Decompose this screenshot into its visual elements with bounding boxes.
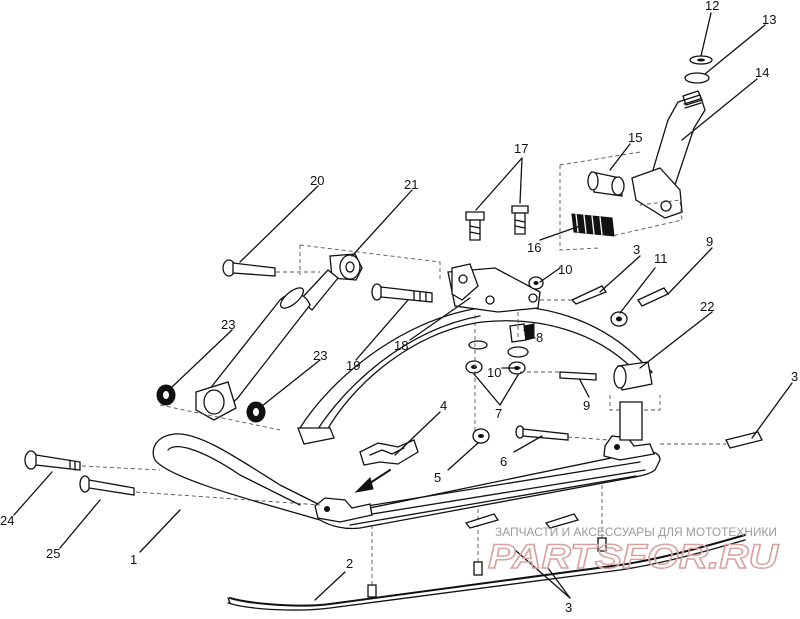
ski-saddle-front <box>603 435 655 461</box>
callout-10-lower: 10 <box>487 365 501 380</box>
callout-5: 5 <box>434 470 441 485</box>
callout-4: 4 <box>440 398 447 413</box>
callout-13: 13 <box>762 12 776 27</box>
callout-19: 19 <box>346 358 360 373</box>
callout-17: 17 <box>514 141 528 156</box>
cotter-pin-3-right <box>660 431 763 449</box>
nut-11 <box>610 311 628 327</box>
leader-lines <box>13 12 793 601</box>
wear-bar-stud <box>367 584 377 598</box>
shock-absorber <box>195 253 363 421</box>
callout-14: 14 <box>755 65 769 80</box>
direction-arrow <box>354 469 391 493</box>
callout-1: 1 <box>130 552 137 567</box>
bolt-17b <box>511 205 529 235</box>
callout-3-right: 3 <box>791 369 798 384</box>
bushing-13 <box>684 72 710 84</box>
watermark: ЗАПЧАСТИ И АКСЕССУАРЫ ДЛЯ МОТОТЕХНИКИ PA… <box>487 525 780 577</box>
callout-12: 12 <box>705 0 719 13</box>
callout-25: 25 <box>46 546 60 561</box>
callout-23-left: 23 <box>221 317 235 332</box>
callout-16: 16 <box>527 240 541 255</box>
bracket-outline <box>559 151 683 251</box>
center-hardware <box>465 312 535 432</box>
nut-10-upper <box>528 276 544 290</box>
callout-15: 15 <box>628 130 642 145</box>
bolt-19 <box>371 283 433 303</box>
bolt-24 <box>24 450 161 471</box>
spindle-bracket-18 <box>447 263 541 313</box>
callout-21: 21 <box>404 177 418 192</box>
callout-24: 24 <box>0 513 14 528</box>
callout-7: 7 <box>495 406 502 421</box>
callout-6: 6 <box>500 454 507 469</box>
ski-wear-bar <box>227 470 746 611</box>
cotter-pin-3-lower <box>464 513 580 529</box>
ski <box>152 433 661 530</box>
bolt-9-upper <box>637 287 669 307</box>
callout-9-upper: 9 <box>706 234 713 249</box>
cotter-pin-3-upper <box>540 285 607 305</box>
bolt-6 <box>515 425 611 441</box>
callout-8: 8 <box>536 330 543 345</box>
ribbed-bushing-16 <box>571 213 615 237</box>
shock-outline-dashed <box>159 244 441 431</box>
watermark-logo: PARTSFOR.RU <box>488 538 780 576</box>
spring-tip <box>297 427 335 445</box>
bolt-9-lower <box>520 371 597 381</box>
callout-2: 2 <box>346 556 353 571</box>
callout-3-bottom: 3 <box>565 600 572 615</box>
spring-bushing-22 <box>609 361 661 441</box>
callout-18: 18 <box>394 338 408 353</box>
steering-spindle <box>631 55 713 219</box>
callout-3-upper: 3 <box>633 242 640 257</box>
callout-10-upper: 10 <box>558 262 572 277</box>
bushing-15 <box>587 171 625 197</box>
wear-bar-stud <box>473 561 483 576</box>
nut-5 <box>472 428 490 444</box>
bolt-25 <box>79 475 321 506</box>
callout-22: 22 <box>700 299 714 314</box>
ski-saddle-rear <box>314 497 373 523</box>
watermark-tagline: ЗАПЧАСТИ И АКСЕССУАРЫ ДЛЯ МОТОТЕХНИКИ <box>495 525 777 539</box>
saddle-4 <box>359 439 419 466</box>
callout-9-lower: 9 <box>583 398 590 413</box>
callout-20: 20 <box>310 173 324 188</box>
callout-23-right: 23 <box>313 348 327 363</box>
bolt-20 <box>222 259 320 277</box>
callout-11: 11 <box>654 251 668 266</box>
bolt-17a <box>465 211 485 241</box>
